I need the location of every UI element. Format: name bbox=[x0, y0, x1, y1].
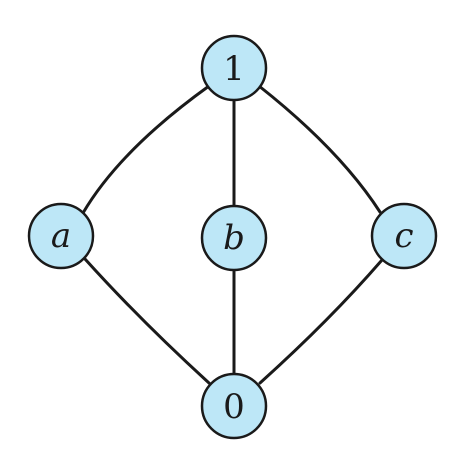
node-c-label: c bbox=[394, 216, 413, 256]
node-b-label: b bbox=[223, 218, 245, 258]
node-b-circle bbox=[200, 204, 268, 272]
node-bottom: 0 bbox=[200, 372, 268, 440]
node-bottom-circle bbox=[200, 372, 268, 440]
node-c-circle bbox=[370, 202, 438, 270]
node-top-label: 1 bbox=[223, 49, 245, 89]
node-c: c bbox=[370, 202, 438, 270]
edge-top-a bbox=[81, 84, 211, 215]
node-top-circle bbox=[200, 34, 268, 102]
node-a-circle bbox=[27, 202, 95, 270]
edge-c-bottom bbox=[258, 258, 384, 385]
node-a-label: a bbox=[51, 216, 71, 256]
edge-a-bottom bbox=[83, 257, 211, 385]
node-top: 1 bbox=[200, 34, 268, 102]
node-bottom-label: 0 bbox=[223, 387, 245, 427]
node-b: b bbox=[200, 204, 268, 272]
node-a: a bbox=[27, 202, 95, 270]
edge-top-c bbox=[257, 84, 382, 214]
edges bbox=[81, 84, 384, 385]
